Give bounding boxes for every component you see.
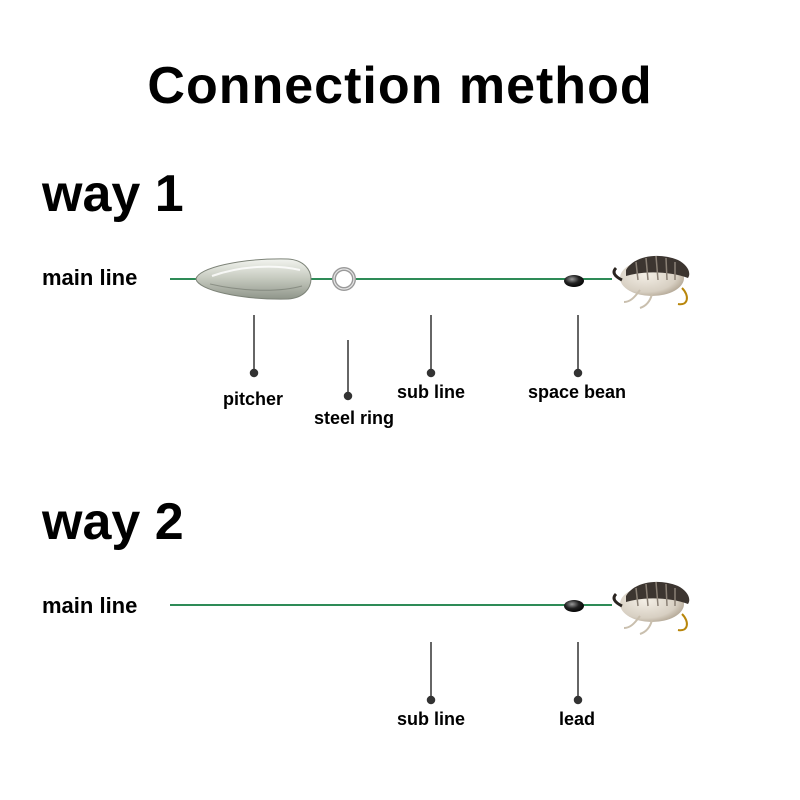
space-bean-callout-dot	[573, 368, 583, 378]
sub-line-callout-dot	[426, 368, 436, 378]
way2-sub-line-callout-dot	[426, 695, 436, 705]
space-bean-icon	[564, 275, 584, 287]
way2-fly-icon	[612, 581, 690, 635]
fly-icon	[612, 255, 690, 309]
steel-ring-callout-dot	[343, 391, 353, 401]
way2-main-line-label: main line	[42, 593, 138, 618]
callout-label-sub-line: sub line	[396, 382, 466, 402]
page-title: Connection method	[147, 57, 653, 115]
lead-icon	[564, 600, 584, 612]
callout-label-pitcher: pitcher	[222, 389, 284, 409]
pitcher-callout-dot	[249, 368, 259, 378]
way1-heading: way 1	[42, 165, 184, 223]
pitcher-icon	[195, 258, 312, 300]
lead-callout-dot	[573, 695, 583, 705]
way1-main-line-label: main line	[42, 265, 138, 290]
way2-rig	[170, 581, 690, 705]
callout-label-steel-ring: steel ring	[313, 408, 395, 428]
callout-label-lead: lead	[558, 709, 596, 729]
way1-callout-pins	[249, 315, 583, 401]
way2-callout-label-sub-line: sub line	[396, 709, 466, 729]
way2-heading: way 2	[42, 493, 184, 551]
way2-callout-pins	[426, 642, 583, 705]
way1-rig	[170, 255, 690, 401]
callout-label-space-bean: space bean	[527, 382, 627, 402]
